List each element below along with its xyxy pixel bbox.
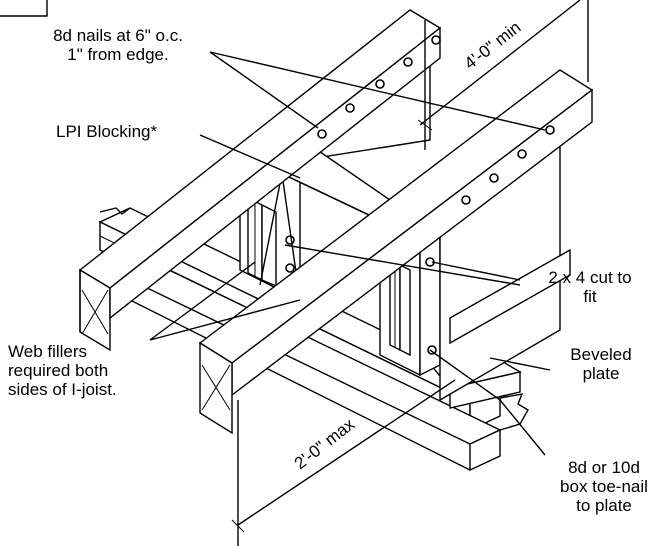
cut-label: 2 x 4 cut to fit	[530, 268, 650, 306]
right-rafter	[198, 69, 594, 435]
dim-bottom-label: 2'-0" max	[291, 414, 359, 473]
corner-frame	[0, 0, 48, 17]
top-dimension	[417, 0, 589, 150]
dim-top-label: 4'-0" min	[461, 18, 525, 74]
nails-label: 8d nails at 6" o.c. 1" from edge.	[18, 26, 218, 64]
web-fillers-label: Web fillers required both sides of I-joi…	[8, 342, 117, 399]
cut-line-2: fit	[583, 287, 597, 306]
toe-nail-line-3: to plate	[576, 496, 632, 515]
nails-line-2: 1" from edge.	[67, 45, 169, 64]
beveled-label: Beveled plate	[556, 345, 646, 383]
nails-line-1: 8d nails at 6" o.c.	[53, 26, 183, 45]
cut-line-1: 2 x 4 cut to	[548, 268, 632, 287]
blocking-label: LPI Blocking*	[56, 122, 158, 141]
toe-nail-label: 8d or 10d box toe-nail to plate	[548, 458, 660, 515]
web-fillers-line-2: required both	[8, 361, 109, 380]
web-fillers-line-3: sides of I-joist.	[8, 380, 117, 399]
web-fillers-line-1: Web fillers	[8, 342, 88, 361]
bottom-dimension	[231, 379, 456, 546]
leader-lines	[149, 51, 551, 456]
toe-nail-line-2: box toe-nail	[560, 477, 648, 496]
beveled-line-2: plate	[582, 364, 620, 383]
left-rafter	[78, 9, 442, 352]
beveled-line-1: Beveled	[570, 345, 632, 364]
toe-nail-line-1: 8d or 10d	[568, 458, 640, 477]
